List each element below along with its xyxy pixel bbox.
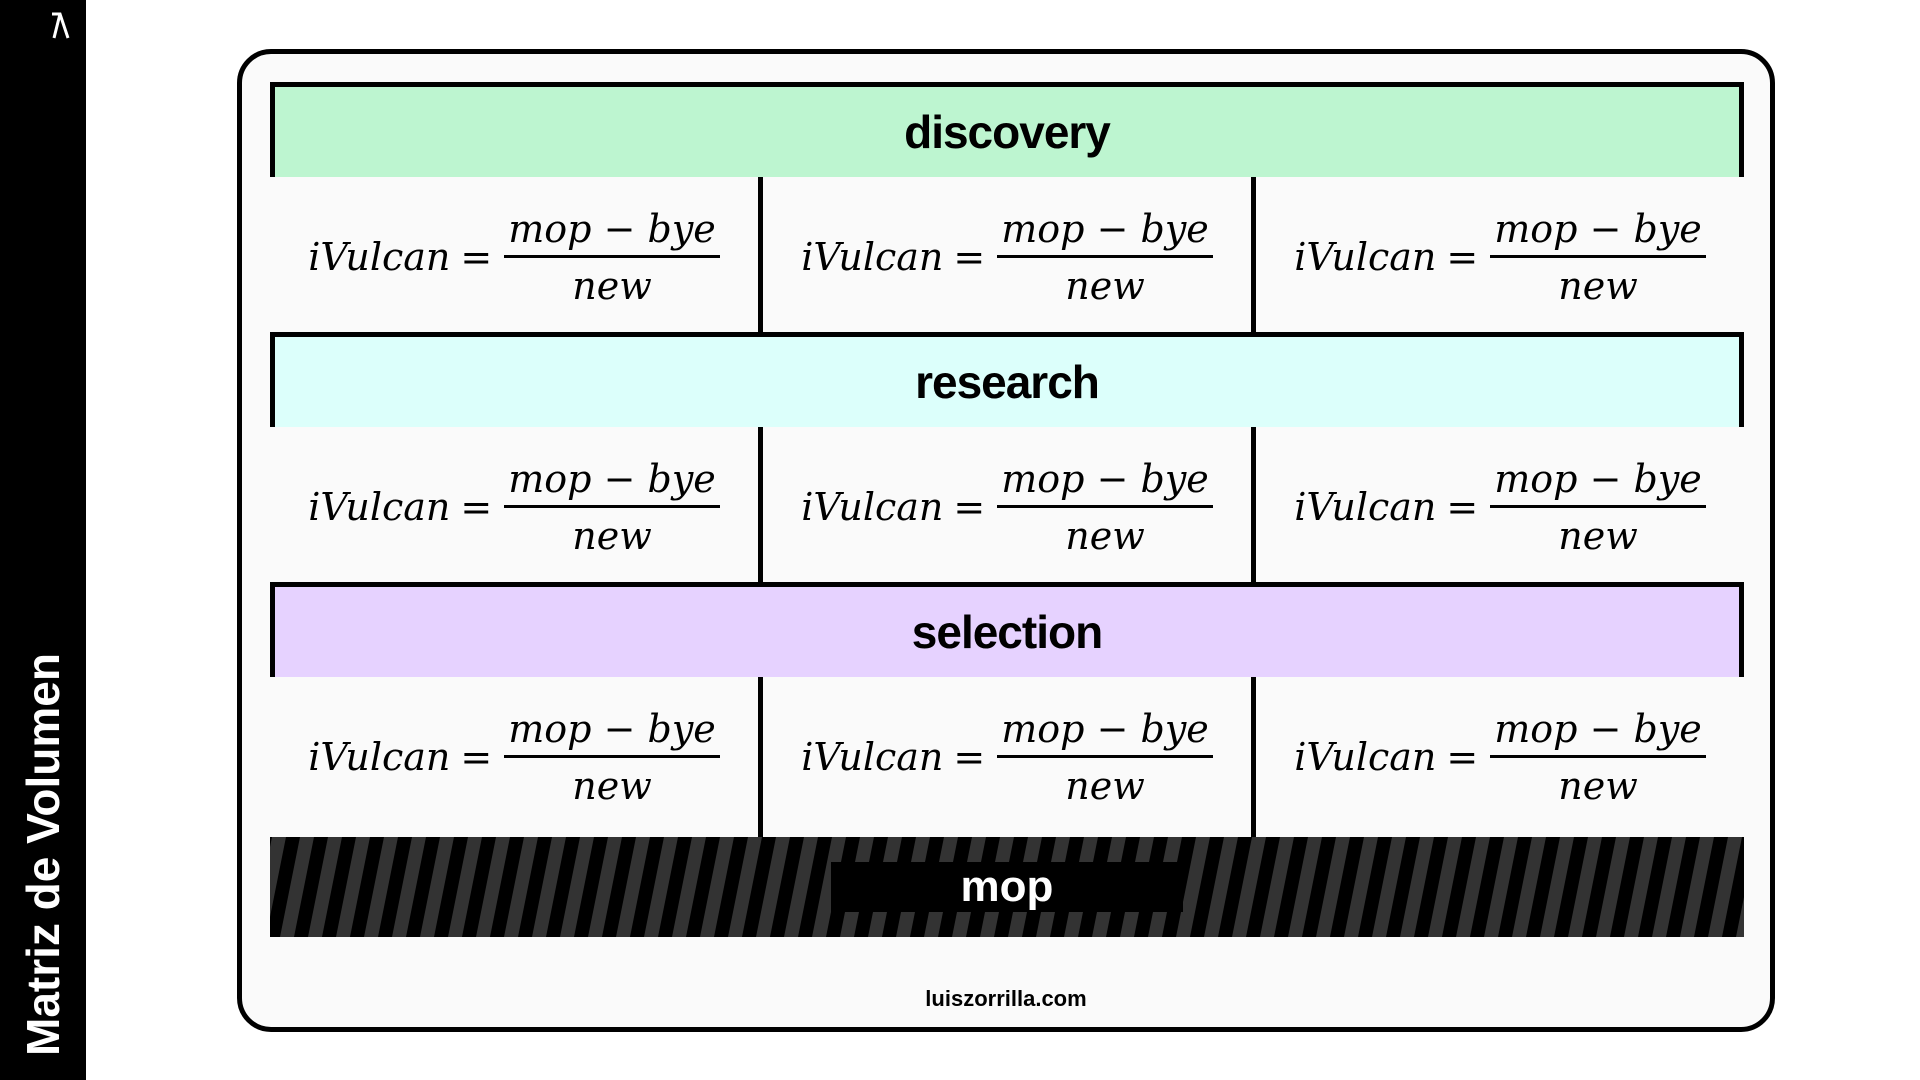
formula-equals: = [1446,485,1479,529]
formula-fraction: mop − bye new [504,707,720,808]
formula-lhs: iVulcan [308,235,451,279]
formula-equals: = [953,735,986,779]
sidebar-title: Matriz de Volumen [17,653,69,1056]
sidebar: Matriz de Volumen [0,0,86,1080]
formula-equals: = [460,235,493,279]
formula-numerator: mop − bye [504,207,720,258]
formula: iVulcan = mop − bye new [801,457,1213,558]
formula-lhs: iVulcan [1294,485,1437,529]
formula-equals: = [460,735,493,779]
formula-cell: iVulcan = mop − bye new [1256,427,1744,587]
formula: iVulcan = mop − bye new [801,207,1213,308]
formula-numerator: mop − bye [504,457,720,508]
formula-lhs: iVulcan [801,485,944,529]
formula-numerator: mop − bye [1490,707,1706,758]
logo-icon [52,12,70,39]
formula-denominator: new [572,763,652,808]
formula-cell: iVulcan = mop − bye new [270,677,763,837]
formula-equals: = [460,485,493,529]
formula-numerator: mop − bye [997,457,1213,508]
formula-cell: iVulcan = mop − bye new [1256,177,1744,337]
formula-denominator: new [1558,763,1638,808]
formula-cell: iVulcan = mop − bye new [1256,677,1744,837]
formula-row: iVulcan = mop − bye new iVulcan = mop − … [270,427,1744,587]
formula-equals: = [1446,735,1479,779]
formula-fraction: mop − bye new [504,457,720,558]
footer-label: mop [830,862,1184,912]
formula-denominator: new [1558,263,1638,308]
section-header-discovery: discovery [270,82,1744,182]
formula-equals: = [953,485,986,529]
formula-lhs: iVulcan [308,735,451,779]
formula: iVulcan = mop − bye new [801,707,1213,808]
formula-equals: = [1446,235,1479,279]
formula-row: iVulcan = mop − bye new iVulcan = mop − … [270,677,1744,837]
formula-lhs: iVulcan [308,485,451,529]
section-header-selection: selection [270,582,1744,682]
formula-cell: iVulcan = mop − bye new [270,427,763,587]
site-url: luiszorrilla.com [925,986,1087,1011]
footer-band: mop [270,837,1744,937]
formula: iVulcan = mop − bye new [308,707,720,808]
formula-fraction: mop − bye new [504,207,720,308]
formula-cell: iVulcan = mop − bye new [763,677,1256,837]
formula-cell: iVulcan = mop − bye new [763,427,1256,587]
formula-numerator: mop − bye [997,707,1213,758]
matrix-grid: discovery iVulcan = mop − bye new iVulca… [270,82,1744,937]
formula-cell: iVulcan = mop − bye new [763,177,1256,337]
formula-lhs: iVulcan [801,235,944,279]
formula-numerator: mop − bye [997,207,1213,258]
matrix-card: discovery iVulcan = mop − bye new iVulca… [237,49,1775,1032]
formula-denominator: new [1065,513,1145,558]
section-header-research: research [270,332,1744,432]
formula-fraction: mop − bye new [1490,207,1706,308]
formula-numerator: mop − bye [1490,457,1706,508]
formula-fraction: mop − bye new [1490,457,1706,558]
formula: iVulcan = mop − bye new [308,207,720,308]
formula-fraction: mop − bye new [997,707,1213,808]
formula: iVulcan = mop − bye new [1294,707,1706,808]
formula: iVulcan = mop − bye new [1294,457,1706,558]
formula-cell: iVulcan = mop − bye new [270,177,763,337]
formula-numerator: mop − bye [504,707,720,758]
formula-denominator: new [1065,263,1145,308]
formula-lhs: iVulcan [801,735,944,779]
formula: iVulcan = mop − bye new [308,457,720,558]
formula-lhs: iVulcan [1294,735,1437,779]
formula-denominator: new [1558,513,1638,558]
formula-fraction: mop − bye new [1490,707,1706,808]
formula-equals: = [953,235,986,279]
formula: iVulcan = mop − bye new [1294,207,1706,308]
formula-numerator: mop − bye [1490,207,1706,258]
formula-lhs: iVulcan [1294,235,1437,279]
formula-denominator: new [572,513,652,558]
formula-fraction: mop − bye new [997,457,1213,558]
formula-fraction: mop − bye new [997,207,1213,308]
formula-row: iVulcan = mop − bye new iVulcan = mop − … [270,177,1744,337]
formula-denominator: new [572,263,652,308]
formula-denominator: new [1065,763,1145,808]
